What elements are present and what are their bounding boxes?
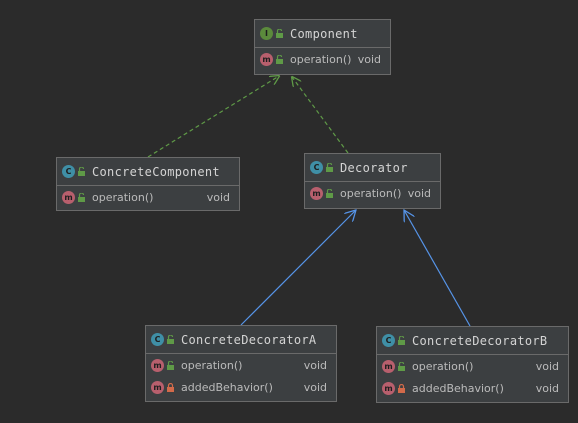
unlock-icon: [398, 361, 405, 371]
method-row[interactable]: m operation() void: [255, 48, 390, 70]
method-row[interactable]: m addedBehavior() void: [146, 376, 336, 398]
node-decorator[interactable]: C Decorator m operation() void: [304, 153, 441, 209]
method-name: addedBehavior(): [181, 380, 273, 394]
node-concretedecoratora[interactable]: C ConcreteDecoratorA m operation() void …: [145, 325, 337, 402]
node-concretecomponent[interactable]: C ConcreteComponent m operation() void: [56, 157, 240, 211]
method-row[interactable]: m operation() void: [146, 354, 336, 376]
unlock-icon: [276, 54, 283, 64]
node-component[interactable]: I Component m operation() void: [254, 19, 391, 75]
method-name: operation(): [412, 359, 474, 373]
interface-icon: I: [260, 27, 273, 40]
method-row[interactable]: m operation() void: [305, 182, 440, 204]
class-icon: C: [151, 333, 164, 346]
unlock-icon: [398, 336, 405, 345]
node-concretedecoratorb-title: ConcreteDecoratorB: [412, 333, 548, 348]
method-icon: m: [382, 381, 395, 395]
method-icon: m: [151, 380, 164, 394]
node-component-header: I Component: [255, 20, 390, 48]
method-name: addedBehavior(): [412, 381, 504, 395]
class-icon: C: [310, 161, 323, 174]
method-icon: m: [260, 52, 273, 66]
method-name: operation(): [340, 186, 402, 200]
node-concretecomponent-header: C ConcreteComponent: [57, 158, 239, 186]
method-icon: m: [151, 358, 164, 372]
method-name: operation(): [92, 190, 154, 204]
unlock-icon: [78, 167, 85, 176]
method-row[interactable]: m addedBehavior() void: [377, 377, 568, 399]
method-icon: m: [310, 186, 323, 200]
method-row[interactable]: m operation() void: [57, 186, 239, 208]
class-icon: C: [62, 165, 75, 178]
node-concretedecoratorb-header: C ConcreteDecoratorB: [377, 327, 568, 355]
unlock-icon: [326, 163, 333, 172]
method-return-type: void: [535, 359, 559, 373]
method-icon: m: [62, 190, 75, 204]
method-return-type: void: [357, 52, 381, 66]
method-name: operation(): [181, 358, 243, 372]
unlock-icon: [326, 188, 333, 198]
unlock-icon: [167, 360, 174, 370]
node-concretedecoratorb[interactable]: C ConcreteDecoratorB m operation() void …: [376, 326, 569, 403]
node-concretecomponent-title: ConcreteComponent: [92, 164, 220, 179]
method-return-type: void: [303, 380, 327, 394]
class-icon: C: [382, 334, 395, 347]
edge-concretedecoratorb-to-decorator: [404, 210, 471, 327]
method-return-type: void: [535, 381, 559, 395]
method-row[interactable]: m operation() void: [377, 355, 568, 377]
node-decorator-title: Decorator: [340, 160, 408, 175]
lock-icon: [167, 382, 174, 392]
method-return-type: void: [206, 190, 230, 204]
node-decorator-header: C Decorator: [305, 154, 440, 182]
method-name: operation(): [290, 52, 352, 66]
method-icon: m: [382, 359, 395, 373]
node-concretedecoratora-title: ConcreteDecoratorA: [181, 332, 317, 347]
lock-icon: [398, 383, 405, 393]
edge-decorator-to-component: [292, 77, 349, 154]
node-concretedecoratora-header: C ConcreteDecoratorA: [146, 326, 336, 354]
unlock-icon: [276, 29, 283, 38]
method-return-type: void: [407, 186, 431, 200]
edge-concretecomponent-to-component: [147, 76, 279, 158]
unlock-icon: [167, 335, 174, 344]
node-component-title: Component: [290, 26, 358, 41]
method-return-type: void: [303, 358, 327, 372]
unlock-icon: [78, 192, 85, 202]
edge-concretedecoratora-to-decorator: [240, 210, 356, 326]
